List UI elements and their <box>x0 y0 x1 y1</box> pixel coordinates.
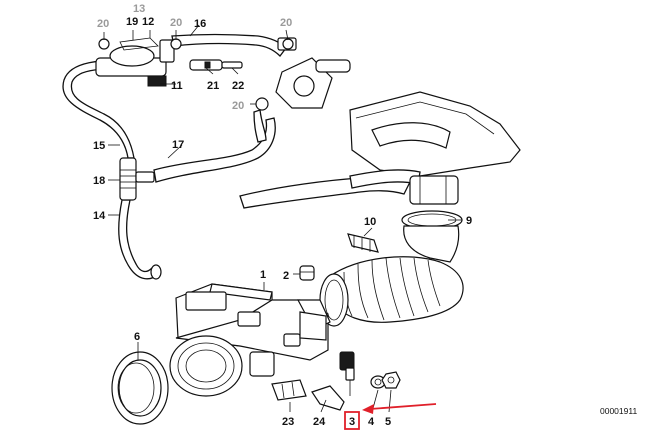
connector-18-drawing <box>119 157 155 201</box>
boot-24-drawing <box>311 385 345 411</box>
label-part-20-a: 20 <box>97 18 109 30</box>
plug-2-drawing <box>299 265 315 281</box>
label-part-3: 3 <box>349 416 355 428</box>
label-part-20-d: 20 <box>232 100 244 112</box>
ring-6-drawing <box>111 351 169 425</box>
label-part-15: 15 <box>93 140 105 152</box>
clamp-20-drawing <box>98 38 294 143</box>
hose-17-drawing <box>153 117 276 183</box>
intake-manifold-drawing <box>239 91 521 209</box>
bellows-drawing <box>319 256 464 327</box>
label-part-20-b: 20 <box>170 17 182 29</box>
label-part-24: 24 <box>313 416 326 428</box>
label-part-14: 14 <box>93 210 106 222</box>
label-part-12: 12 <box>142 16 154 28</box>
sensor-3-drawing <box>339 351 355 396</box>
label-part-22: 22 <box>232 80 244 92</box>
label-part-4: 4 <box>368 416 375 428</box>
label-part-20-c: 20 <box>280 17 292 29</box>
highlight-box <box>344 411 360 430</box>
highlight-arrow <box>362 403 437 414</box>
label-part-19: 19 <box>126 16 138 28</box>
label-part-5: 5 <box>385 416 391 428</box>
label-part-18: 18 <box>93 175 105 187</box>
label-part-1: 1 <box>260 269 266 281</box>
label-part-13: 13 <box>133 3 145 15</box>
hose-16-drawing <box>171 33 287 57</box>
label-part-6: 6 <box>134 331 140 343</box>
connector-21-22-drawing <box>189 59 243 71</box>
air-flow-meter-1-drawing <box>169 283 331 397</box>
label-part-2: 2 <box>283 270 289 282</box>
label-part-16: 16 <box>194 18 206 30</box>
hose-14-drawing <box>118 199 162 280</box>
connector-23-drawing <box>271 379 307 401</box>
label-part-9: 9 <box>466 215 472 227</box>
diagram-number: 00001911 <box>600 406 637 416</box>
label-part-23: 23 <box>282 416 294 428</box>
label-part-11: 11 <box>171 80 183 92</box>
boot-9-drawing <box>401 210 463 263</box>
label-part-10: 10 <box>364 216 376 228</box>
sensor-10-drawing <box>347 233 379 253</box>
valve-11-drawing <box>95 37 175 87</box>
label-part-21: 21 <box>207 80 219 92</box>
label-part-17: 17 <box>172 139 184 151</box>
nut-5-drawing <box>381 371 401 389</box>
